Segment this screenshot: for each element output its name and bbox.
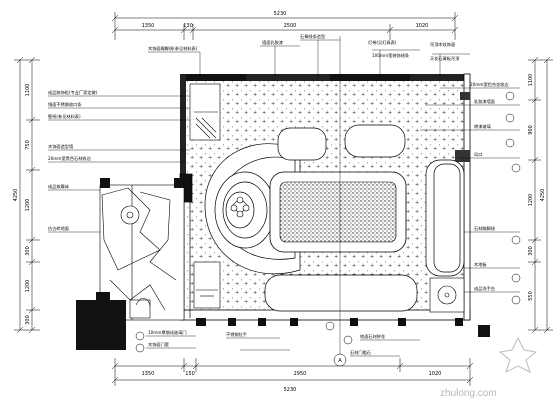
right-note-5: 木地板 <box>474 261 487 268</box>
top-note-6: 天花石膏板吊顶 <box>430 55 460 62</box>
left-note-3: 木饰面造型墙 <box>48 143 73 150</box>
right-dim-5: 550 <box>528 291 534 301</box>
left-note-5: 成品按摩床 <box>48 183 70 190</box>
left-dimension-chain <box>14 56 40 334</box>
bottom-note-2: 不锈钢拉手 <box>226 331 247 338</box>
right-dim-4: 300 <box>528 246 534 256</box>
right-dim-2: 900 <box>528 125 534 135</box>
left-annex <box>99 184 185 321</box>
left-dim-4: 300 <box>25 246 31 256</box>
right-note-1: 乳胶漆墙面 <box>474 98 495 105</box>
top-note-5: 吊顶木纹饰面 <box>430 41 455 48</box>
storage-cabinet <box>189 83 221 141</box>
left-leaders <box>48 95 190 233</box>
bottom-wall-blocks <box>196 318 490 337</box>
top-dim-2: 130 <box>183 23 193 29</box>
top-note-3: 灯带(见灯具表) <box>368 39 397 46</box>
top-dim-4: 1020 <box>416 23 429 29</box>
massage-bed <box>269 171 407 253</box>
left-overall-dim: 4250 <box>13 189 19 202</box>
left-note-6: 仿古砖地面 <box>48 225 69 232</box>
bottom-dim-4: 1020 <box>429 371 442 377</box>
right-note-0: 20mm宽铝合金收边 <box>470 81 509 88</box>
left-note-1: 镜面不锈钢收口条 <box>48 101 82 108</box>
bottom-dim-3: 2950 <box>294 371 307 377</box>
left-note-2: 壁纸(参见材料表) <box>48 113 81 120</box>
section-marker <box>333 353 347 367</box>
left-dim-5: 1200 <box>25 280 31 293</box>
right-note-6: 成品洗手台 <box>474 285 495 292</box>
watermark-logo-icon <box>498 336 538 373</box>
section-label: A <box>338 358 342 364</box>
left-dim-6: 300 <box>25 315 31 325</box>
cushions <box>264 124 465 312</box>
bottom-note-4: 石材门槛石 <box>350 349 371 356</box>
left-dim-3: 1200 <box>25 199 31 212</box>
top-dim-1: 1350 <box>142 23 155 29</box>
left-dim-2: 750 <box>25 140 31 150</box>
bottom-leaders <box>146 335 420 357</box>
bottom-dimension-chain <box>111 358 474 386</box>
annex-blocks <box>76 178 184 350</box>
bottom-note-3: 地面石材拼花 <box>360 333 385 340</box>
right-note-4: 石材踢脚线 <box>474 225 496 232</box>
right-overall-dim: 4250 <box>540 189 546 202</box>
top-note-1: 墙面乳胶漆 <box>262 39 283 46</box>
right-note-3: 风口 <box>474 152 482 158</box>
bottom-dim-1: 1350 <box>142 371 155 377</box>
bottom-overall-dim: 5230 <box>284 387 297 393</box>
rosette-icon <box>230 196 250 218</box>
top-overall-dim: 5230 <box>274 11 287 17</box>
left-note-4: 20mm宽黑色石材收边 <box>48 155 92 162</box>
top-dim-3: 2500 <box>284 23 297 29</box>
top-note-4: 100mm宽装饰线条 <box>372 52 410 59</box>
bottom-callout-bubbles <box>135 321 353 353</box>
right-dim-1: 1100 <box>528 74 534 87</box>
bottom-dim-2: 150 <box>185 371 195 377</box>
right-dim-3: 1200 <box>528 194 534 207</box>
top-note-2: 石膏线条造型 <box>300 33 325 40</box>
bottom-note-1: 木饰面门套 <box>148 341 170 348</box>
wash-basin <box>429 277 465 313</box>
callout-bubbles <box>505 91 521 305</box>
left-dim-1: 1100 <box>25 84 31 97</box>
top-leaders <box>148 36 470 356</box>
top-dimension-chain <box>111 12 459 40</box>
bottom-note-0: 10mm厚钢化玻璃门 <box>148 329 187 336</box>
left-note-0: 成品装饰柜(专业厂家定做) <box>48 89 98 96</box>
side-cabinet <box>193 261 221 309</box>
right-dimension-chain <box>528 56 553 334</box>
right-leaders <box>420 87 520 293</box>
right-note-2: 烤漆玻璃 <box>474 123 491 130</box>
watermark-text: zhulong.com <box>440 388 497 399</box>
top-note-0: 木饰面踢脚线(参见材料表) <box>148 45 198 52</box>
